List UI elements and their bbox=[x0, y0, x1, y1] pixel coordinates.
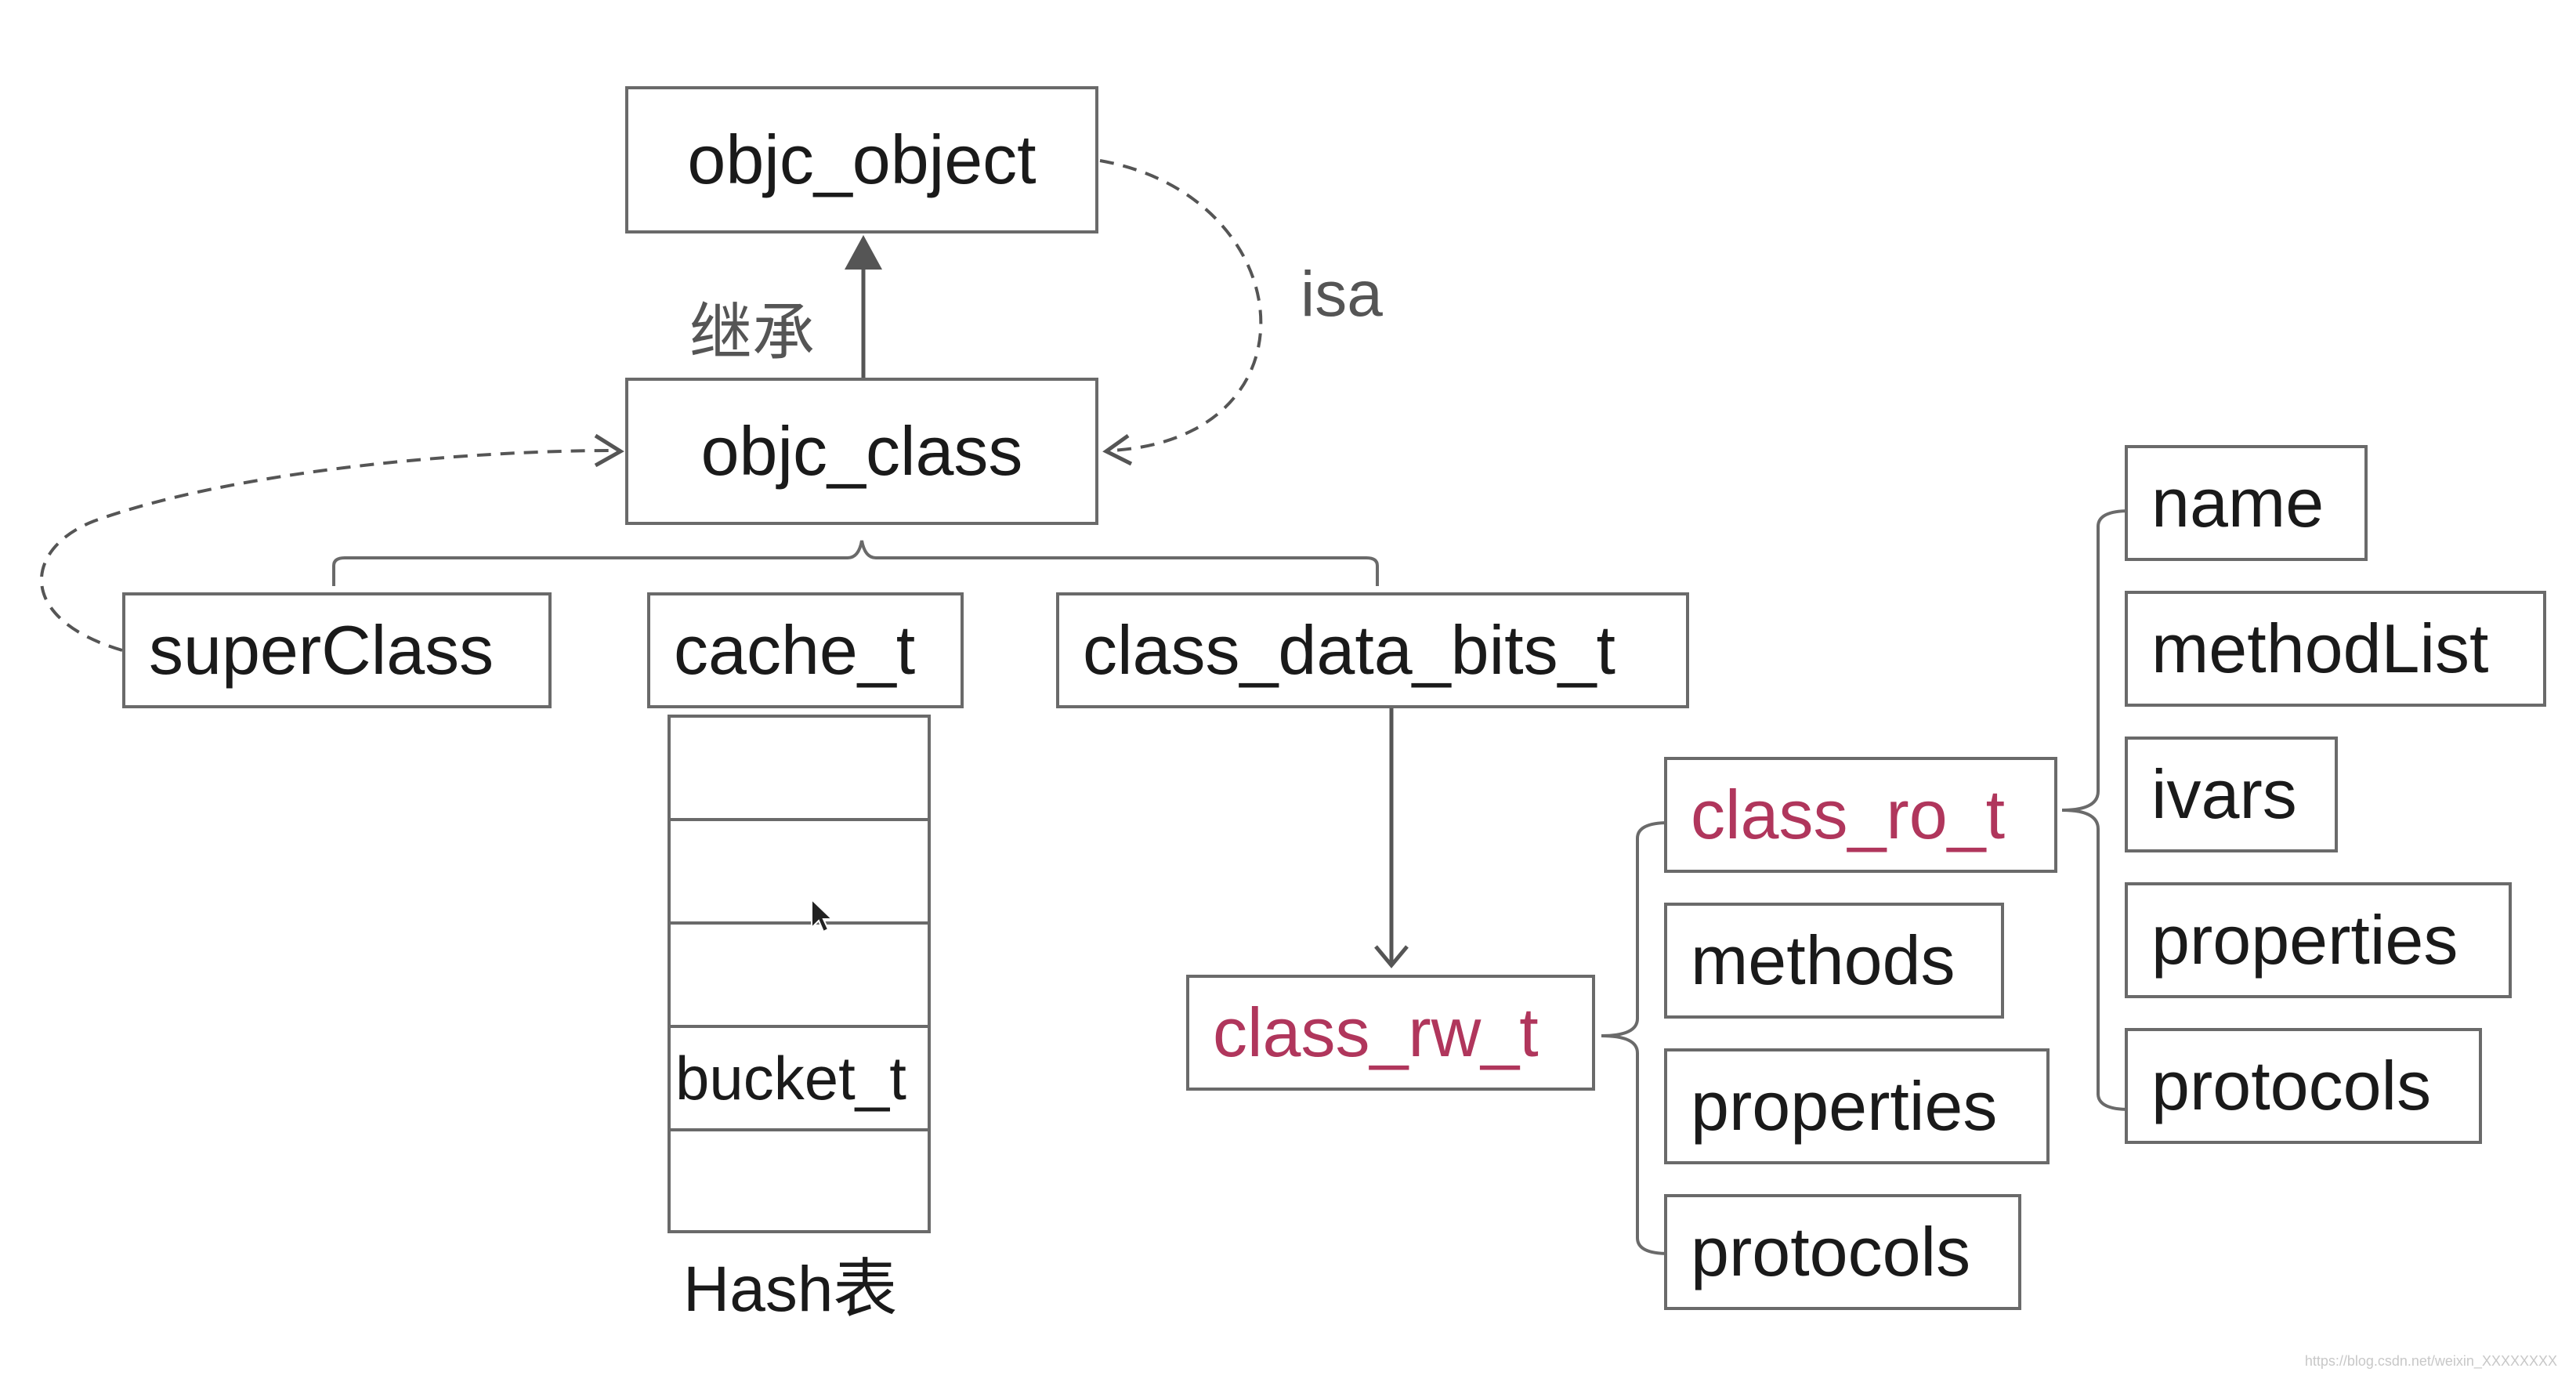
rw-methods-label: methods bbox=[1691, 921, 1956, 999]
superclass-arrowhead bbox=[594, 433, 624, 468]
bucket-t-label: bucket_t bbox=[675, 1043, 906, 1113]
class-ro-t-node: class_ro_t bbox=[1664, 757, 2057, 873]
ro-methodlist-label: methodList bbox=[2151, 610, 2489, 687]
rw-properties-node: properties bbox=[1664, 1048, 2050, 1164]
objc-object-label: objc_object bbox=[687, 121, 1037, 198]
objc-class-brace bbox=[332, 540, 1379, 586]
isa-dashed-arrow bbox=[1099, 159, 1263, 452]
bucket-t-cell: bucket_t bbox=[668, 1025, 931, 1128]
ro-properties-node: properties bbox=[2125, 882, 2512, 998]
ro-brace bbox=[2061, 509, 2130, 1111]
ro-ivars-node: ivars bbox=[2125, 737, 2338, 852]
ro-protocols-label: protocols bbox=[2151, 1047, 2432, 1124]
rw-properties-label: properties bbox=[1691, 1067, 1998, 1145]
isa-arrowhead bbox=[1102, 433, 1133, 466]
objc-class-node: objc_class bbox=[625, 378, 1098, 525]
rw-brace bbox=[1601, 821, 1670, 1255]
rw-protocols-label: protocols bbox=[1691, 1213, 1971, 1290]
class-ro-t-label: class_ro_t bbox=[1691, 776, 2006, 853]
ro-properties-label: properties bbox=[2151, 901, 2458, 979]
class-rw-t-node: class_rw_t bbox=[1186, 975, 1595, 1091]
class-data-bits-label: class_data_bits_t bbox=[1083, 611, 1615, 689]
hash-cell bbox=[668, 715, 931, 818]
inherit-label: 继承 bbox=[689, 298, 815, 367]
hash-cell bbox=[668, 921, 931, 1025]
rw-methods-node: methods bbox=[1664, 903, 2004, 1019]
mouse-cursor-icon bbox=[811, 898, 834, 933]
hash-table-caption: Hash表 bbox=[683, 1254, 898, 1325]
superclass-node: superClass bbox=[122, 592, 552, 708]
objc-class-label: objc_class bbox=[700, 412, 1023, 490]
isa-label: isa bbox=[1301, 259, 1383, 330]
hash-cell bbox=[668, 1128, 931, 1233]
superclass-label: superClass bbox=[149, 611, 494, 689]
rw-protocols-node: protocols bbox=[1664, 1194, 2021, 1310]
hash-cell bbox=[668, 818, 931, 921]
class-data-bits-node: class_data_bits_t bbox=[1056, 592, 1689, 708]
watermark-text: https://blog.csdn.net/weixin_XXXXXXXX bbox=[2304, 1353, 2557, 1369]
ro-methodlist-node: methodList bbox=[2125, 591, 2546, 707]
cache-t-node: cache_t bbox=[647, 592, 964, 708]
cache-t-label: cache_t bbox=[674, 611, 916, 689]
inherit-arrowhead bbox=[845, 235, 882, 270]
ro-name-label: name bbox=[2151, 464, 2325, 541]
objc-object-node: objc_object bbox=[625, 86, 1098, 233]
data-bits-to-rw-arrowhead bbox=[1374, 945, 1409, 968]
ro-name-node: name bbox=[2125, 445, 2368, 561]
ro-ivars-label: ivars bbox=[2151, 755, 2297, 833]
ro-protocols-node: protocols bbox=[2125, 1028, 2482, 1144]
class-rw-t-label: class_rw_t bbox=[1213, 994, 1539, 1071]
superclass-dashed-arrow bbox=[39, 449, 613, 652]
